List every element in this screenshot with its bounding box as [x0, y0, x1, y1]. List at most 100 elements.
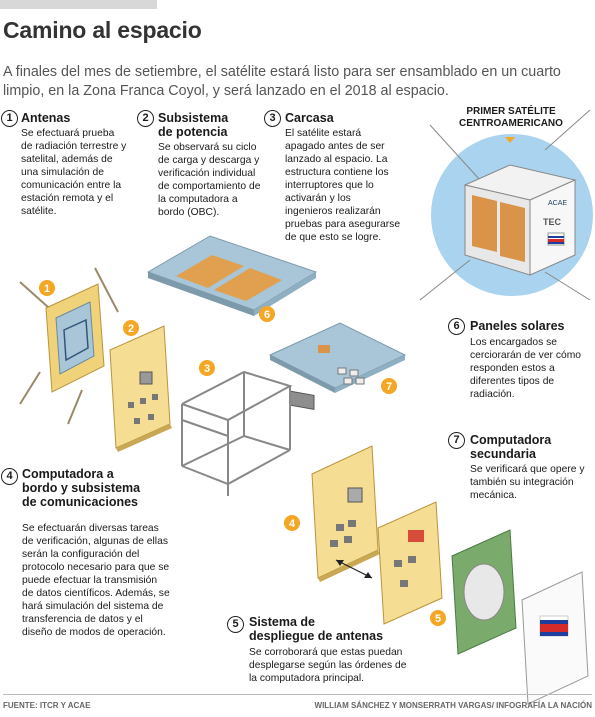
antenna-deployment-board: [377, 501, 443, 625]
section-number: 3: [264, 110, 281, 127]
section-number: 2: [137, 110, 154, 127]
section-number: 1: [1, 110, 18, 127]
marker-7: 7: [386, 381, 392, 393]
text-line: El satélite estará: [285, 128, 362, 139]
section-title: Paneles solares: [470, 319, 565, 333]
section-title: Sistema de despliegue de antenas: [249, 615, 383, 643]
structure-frame: [181, 370, 293, 496]
text-line: pruebas para asegurarse: [285, 219, 401, 230]
text-line: Se corroborará que estas puedan: [249, 647, 403, 658]
title-line: de potencia: [158, 125, 228, 139]
section-title: Antenas: [21, 111, 70, 125]
section-text: Se efectuará prueba de radiación terrest…: [21, 127, 126, 218]
text-line: Se efectuará prueba: [21, 128, 115, 139]
title-line: secundaria: [470, 447, 537, 461]
sat-logo: TEC: [543, 217, 562, 227]
text-line: mecánica.: [470, 490, 517, 501]
section-title: Subsistema de potencia: [158, 111, 228, 139]
credit-text: WILLIAM SÁNCHEZ Y MONSERRATH VARGAS/ INF…: [314, 701, 592, 710]
text-line: satélite.: [21, 206, 57, 217]
text-line: la computadora principal.: [249, 673, 365, 684]
section-number: 7: [448, 432, 465, 449]
text-line: de carga y descarga y: [158, 155, 260, 166]
diagram-markers: 1 2 3 6 7 4 5: [39, 280, 446, 626]
marker-2: 2: [128, 323, 134, 335]
text-line: responden estos a: [470, 363, 555, 374]
text-line: verificación individual: [158, 168, 256, 179]
title-line: despliegue de antenas: [249, 629, 384, 643]
page-title: Camino al espacio: [3, 17, 202, 43]
text-line: bordo (OBC).: [158, 207, 220, 218]
text-line: serán la configuración del: [22, 549, 140, 560]
antenna-wire: [544, 271, 591, 301]
marker-3: 3: [204, 363, 210, 375]
section-title: Computadora secundaria: [470, 433, 551, 461]
section-text: El satélite estará apagado antes de ser …: [285, 127, 400, 244]
footer: FUENTE: ITCR Y ACAE WILLIAM SÁNCHEZ Y MO…: [3, 694, 592, 717]
text-line: diseño de modos de operación.: [22, 627, 166, 638]
text-line: estación remota y el: [21, 193, 114, 204]
power-board: [109, 325, 172, 452]
title-line: Computadora: [470, 433, 552, 447]
solar-frame-panel: [451, 529, 517, 655]
text-line: transferencia de datos y el: [22, 614, 143, 625]
flag-panel: [521, 571, 589, 705]
text-line: lanzado al espacio. La: [285, 154, 388, 165]
text-line: la computadora a: [158, 194, 238, 205]
text-line: de comportamiento de: [158, 181, 261, 192]
top-bar: [0, 0, 157, 9]
text-line: Se observará su ciclo: [158, 142, 257, 153]
marker-1: 1: [44, 283, 50, 295]
section-text: Se corroborará que estas puedan desplega…: [249, 646, 406, 685]
title-line: Antenas: [21, 111, 71, 125]
title-line: bordo y subsistema: [22, 481, 141, 495]
onboard-computer-board: [311, 445, 380, 582]
text-line: ingenieros realizarán: [285, 206, 381, 217]
text-line: también su integración: [470, 477, 574, 488]
callout-line: CENTROAMERICANO: [459, 118, 563, 129]
text-line: de radiación terrestre y: [21, 141, 127, 152]
text-line: interruptores que lo: [285, 180, 374, 191]
source-text: FUENTE: ITCR Y ACAE: [3, 701, 91, 710]
intro-text: A finales del mes de setiembre, el satél…: [3, 64, 561, 99]
text-line: activarán y los: [285, 193, 351, 204]
text-line: Los encargados se: [470, 337, 558, 348]
text-line: desplegarse según las órdenes de: [249, 660, 407, 671]
antenna-wire: [544, 109, 591, 151]
title-line: Sistema de: [249, 615, 316, 629]
antenna-board: [19, 267, 119, 425]
marker-5: 5: [435, 613, 441, 625]
title-line: Carcasa: [285, 111, 334, 125]
section-title: Carcasa: [285, 111, 334, 125]
text-line: puede efectuar la transmisión: [22, 575, 158, 586]
section-number: 6: [448, 318, 465, 335]
solar-panel-board: [146, 235, 318, 316]
secondary-computer-board: [268, 322, 407, 410]
title-line: Paneles solares: [470, 319, 565, 333]
antenna-wire: [429, 124, 481, 181]
section-text: Los encargados se cerciorarán de ver cóm…: [470, 336, 581, 401]
text-line: de que esto se logre.: [285, 232, 382, 243]
marker-6: 6: [264, 309, 270, 321]
text-line: diferentes tipos de: [470, 376, 555, 387]
text-line: protocolo necesario para que se: [22, 562, 170, 573]
callout-arrow: [505, 137, 515, 143]
title-line: Computadora a: [22, 467, 114, 481]
title-line: de comunicaciones: [22, 495, 139, 509]
text-line: comunicación entre la: [21, 180, 122, 191]
marker-4: 4: [289, 518, 296, 530]
text-line: una simulación de: [21, 167, 104, 178]
satellite-callout: PRIMER SATÉLITE CENTROAMERICANO: [447, 106, 575, 130]
text-line: hará simulación del sistema de: [22, 601, 164, 612]
text-line: radiación.: [470, 389, 515, 400]
text-line: apagado antes de ser: [285, 141, 385, 152]
text-line: cerciorarán de ver cómo: [470, 350, 582, 361]
text-line: de verificación, algunas de ellas: [22, 536, 168, 547]
text-line: Se efectuarán diversas tareas: [22, 523, 159, 534]
text-line: satelital, además de: [21, 154, 113, 165]
section-text: Se verificará que opere y también su int…: [470, 463, 584, 502]
text-line: Se verificará que opere y: [470, 464, 585, 475]
section-text: Se observará su ciclo de carga y descarg…: [158, 141, 260, 219]
text-line: de datos científicos. Además, se: [22, 588, 170, 599]
